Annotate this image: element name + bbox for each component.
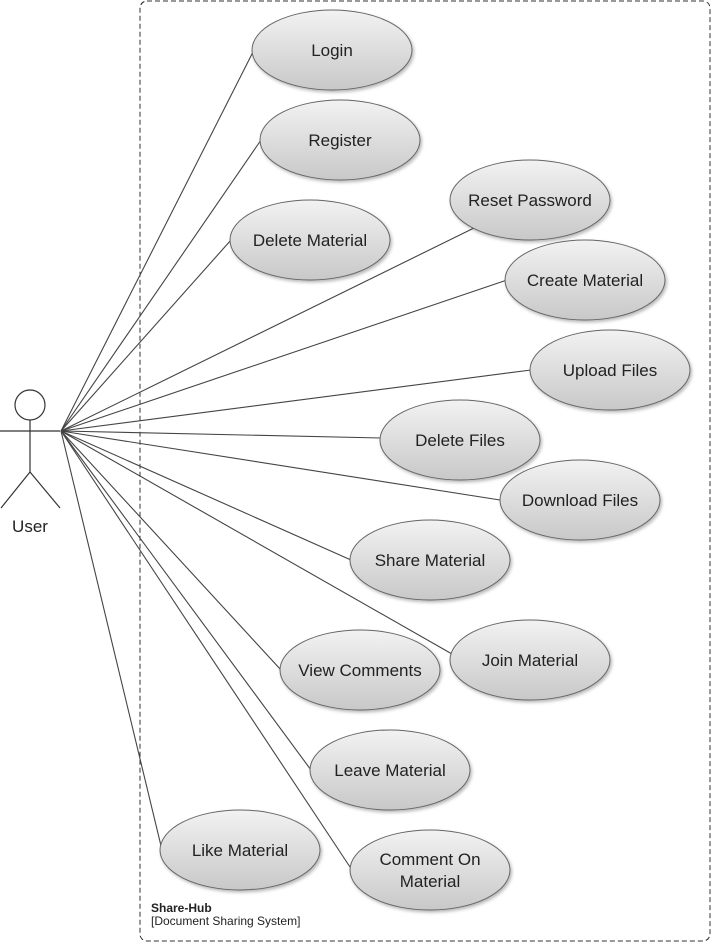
use-case-label: Register [308, 131, 372, 150]
use-case-leave-material[interactable]: Leave Material [309, 729, 471, 811]
use-case-ellipse [309, 729, 471, 811]
use-case-ellipse [379, 399, 541, 481]
use-case-label: Login [311, 41, 353, 60]
use-case-label: Material [400, 872, 460, 891]
use-case-ellipse [529, 329, 691, 411]
association-lines [60, 49, 532, 871]
association-view-comments [60, 430, 282, 671]
use-case-ellipse [279, 629, 441, 711]
use-case-label: Download Files [522, 491, 638, 510]
use-case-delete-files[interactable]: Delete Files [379, 399, 541, 481]
system-name: Share-Hub [151, 901, 212, 915]
association-delete-files [60, 430, 382, 439]
use-case-label: Upload Files [563, 361, 658, 380]
use-case-ellipse [449, 619, 611, 701]
association-share-material [60, 430, 352, 561]
actor-left-leg [0, 471, 31, 509]
use-case-ellipse [159, 809, 321, 891]
association-reset-password [60, 227, 475, 432]
actor-head [14, 389, 46, 421]
use-case-ellipse [349, 519, 511, 601]
use-case-label: Share Material [375, 551, 486, 570]
use-case-share-material[interactable]: Share Material [349, 519, 511, 601]
use-case-label: Reset Password [468, 191, 592, 210]
system-subtitle: [Document Sharing System] [151, 914, 300, 928]
use-case-reset-password[interactable]: Reset Password [449, 159, 611, 241]
use-case-ellipse [449, 159, 611, 241]
use-case-label: Create Material [527, 271, 643, 290]
association-login [60, 49, 255, 432]
use-case-label: View Comments [298, 661, 421, 680]
use-case-ellipse [229, 199, 391, 281]
use-case-label: Delete Material [253, 231, 367, 250]
use-case-label: Comment On [379, 850, 480, 869]
use-case-view-comments[interactable]: View Comments [279, 629, 441, 711]
use-case-ellipse [499, 459, 661, 541]
use-case-ellipse [349, 829, 511, 911]
use-case-login[interactable]: Login [251, 9, 413, 91]
use-case-create-material[interactable]: Create Material [504, 239, 666, 321]
association-upload-files [60, 369, 532, 432]
use-case-join-material[interactable]: Join Material [449, 619, 611, 701]
association-delete-material [60, 239, 232, 432]
association-join-material [60, 430, 453, 655]
use-case-label: Delete Files [415, 431, 505, 450]
use-case-download-files[interactable]: Download Files [499, 459, 661, 541]
use-case-like-material[interactable]: Like Material [159, 809, 321, 891]
association-create-material [60, 279, 508, 432]
use-case-label: Like Material [192, 841, 288, 860]
association-register [60, 139, 262, 432]
use-case-ellipse [259, 99, 421, 181]
use-case-delete-material[interactable]: Delete Material [229, 199, 391, 281]
association-comment-on-material [60, 430, 353, 871]
use-case-ellipse [251, 9, 413, 91]
use-case-ellipse [504, 239, 666, 321]
use-case-upload-files[interactable]: Upload Files [529, 329, 691, 411]
actor-user[interactable]: User [0, 389, 61, 536]
use-case-comment-on-material[interactable]: Comment On Material [349, 829, 511, 911]
association-download-files [60, 430, 501, 501]
use-case-register[interactable]: Register [259, 99, 421, 181]
use-case-label: Leave Material [334, 761, 446, 780]
actor-label: User [12, 517, 48, 536]
association-like-material [60, 430, 163, 851]
actor-right-leg [29, 471, 61, 509]
association-leave-material [60, 430, 312, 771]
use-case-label: Join Material [482, 651, 578, 670]
